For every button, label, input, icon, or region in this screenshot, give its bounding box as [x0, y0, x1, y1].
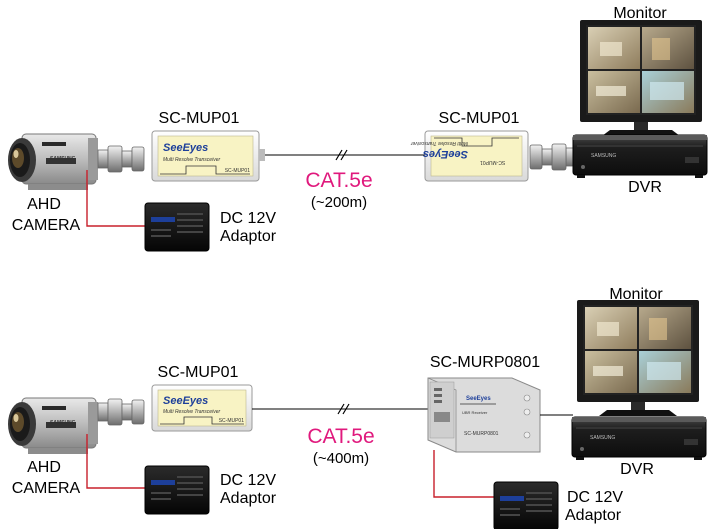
- bnc-connector-icon: [97, 398, 145, 426]
- transmitter-logo: SeeEyes: [163, 142, 208, 154]
- transmitter-logo: SeeEyes: [163, 395, 208, 407]
- bnc-connector-icon: [97, 145, 145, 173]
- camera-brand: SAMSUNG: [50, 156, 76, 162]
- monitor-label: Monitor: [613, 5, 667, 22]
- camera-label-line2: CAMERA: [12, 480, 81, 497]
- camera-icon: SAMSUNG: [7, 397, 99, 455]
- adaptor-label-line2: Adaptor: [220, 228, 277, 245]
- dvr-brand: SAMSUNG: [590, 435, 615, 441]
- cable-label: CAT.5e: [307, 425, 374, 448]
- dvr-brand: SAMSUNG: [591, 153, 616, 159]
- transmitter-subtitle: Multi Resolve Transceiver: [163, 157, 220, 163]
- dvr-label: DVR: [620, 461, 654, 478]
- rack-receiver-subtitle: UBR Receiver: [462, 410, 488, 415]
- receiver-label: SC-MUP01: [439, 110, 520, 127]
- bnc-connector-icon: [529, 143, 577, 171]
- cable-break-mark: [337, 403, 345, 415]
- transmitter-model: SC-MUP01: [225, 168, 251, 174]
- power-adaptor-icon: [144, 465, 210, 515]
- camera-brand: SAMSUNG: [50, 420, 76, 426]
- distance-label: (~200m): [311, 194, 367, 211]
- rack-receiver-logo: SeeEyes: [466, 396, 491, 402]
- transmitter-device: SeeEyes Multi Resolve Transceiver SC-MUP…: [151, 384, 253, 432]
- camera-icon: SAMSUNG: [7, 133, 99, 191]
- adaptor2-label-line2: Adaptor: [565, 507, 622, 524]
- camera-label-line1: AHD: [27, 196, 61, 213]
- transmitter-label: SC-MUP01: [159, 110, 240, 127]
- top-row: SAMSUNG AHD CAMERA SeeEyes Multi Resolve…: [7, 5, 708, 252]
- power-adaptor-icon: [493, 481, 559, 529]
- transmitter-device: SeeEyes Multi Resolve Transceiver SC-MUP…: [151, 130, 265, 182]
- monitor-label: Monitor: [609, 286, 663, 303]
- monitor-icon: [577, 300, 699, 416]
- power-wire: [86, 170, 145, 227]
- transmitter-subtitle: Multi Resolve Transceiver: [163, 409, 220, 415]
- power-adaptor-icon: [144, 202, 210, 252]
- cable-break-mark: [335, 149, 343, 161]
- dvr-icon: SAMSUNG: [572, 134, 708, 179]
- receiver-subtitle: Multi Resolve Transceiver: [411, 140, 468, 146]
- bottom-row: SAMSUNG AHD CAMERA SeeEyes Multi Resolve…: [7, 286, 707, 529]
- dvr-icon: SAMSUNG: [571, 416, 707, 461]
- monitor-icon: [580, 20, 702, 136]
- rack-receiver-model: SC-MURP0801: [464, 431, 499, 437]
- rack-receiver-label: SC-MURP0801: [430, 354, 540, 371]
- dvr-label: DVR: [628, 179, 662, 196]
- receiver-model: SC-MUP01: [480, 159, 506, 165]
- distance-label: (~400m): [313, 450, 369, 467]
- adaptor2-label-line1: DC 12V: [567, 489, 623, 506]
- adaptor-label-line2: Adaptor: [220, 490, 277, 507]
- camera-label-line1: AHD: [27, 459, 61, 476]
- transmitter-model: SC-MUP01: [219, 418, 245, 424]
- power-wire: [86, 434, 145, 489]
- power-wire: [433, 450, 494, 498]
- cable-label: CAT.5e: [305, 169, 372, 192]
- camera-label-line2: CAMERA: [12, 217, 81, 234]
- receiver-logo: SeeEyes: [423, 148, 468, 160]
- transmitter-label: SC-MUP01: [158, 364, 239, 381]
- adaptor-label-line1: DC 12V: [220, 472, 276, 489]
- adaptor-label-line1: DC 12V: [220, 210, 276, 227]
- rack-receiver-device: SeeEyes UBR Receiver SC-MURP0801: [427, 377, 541, 453]
- receiver-device: SeeEyes Multi Resolve Transceiver SC-MUP…: [411, 130, 529, 182]
